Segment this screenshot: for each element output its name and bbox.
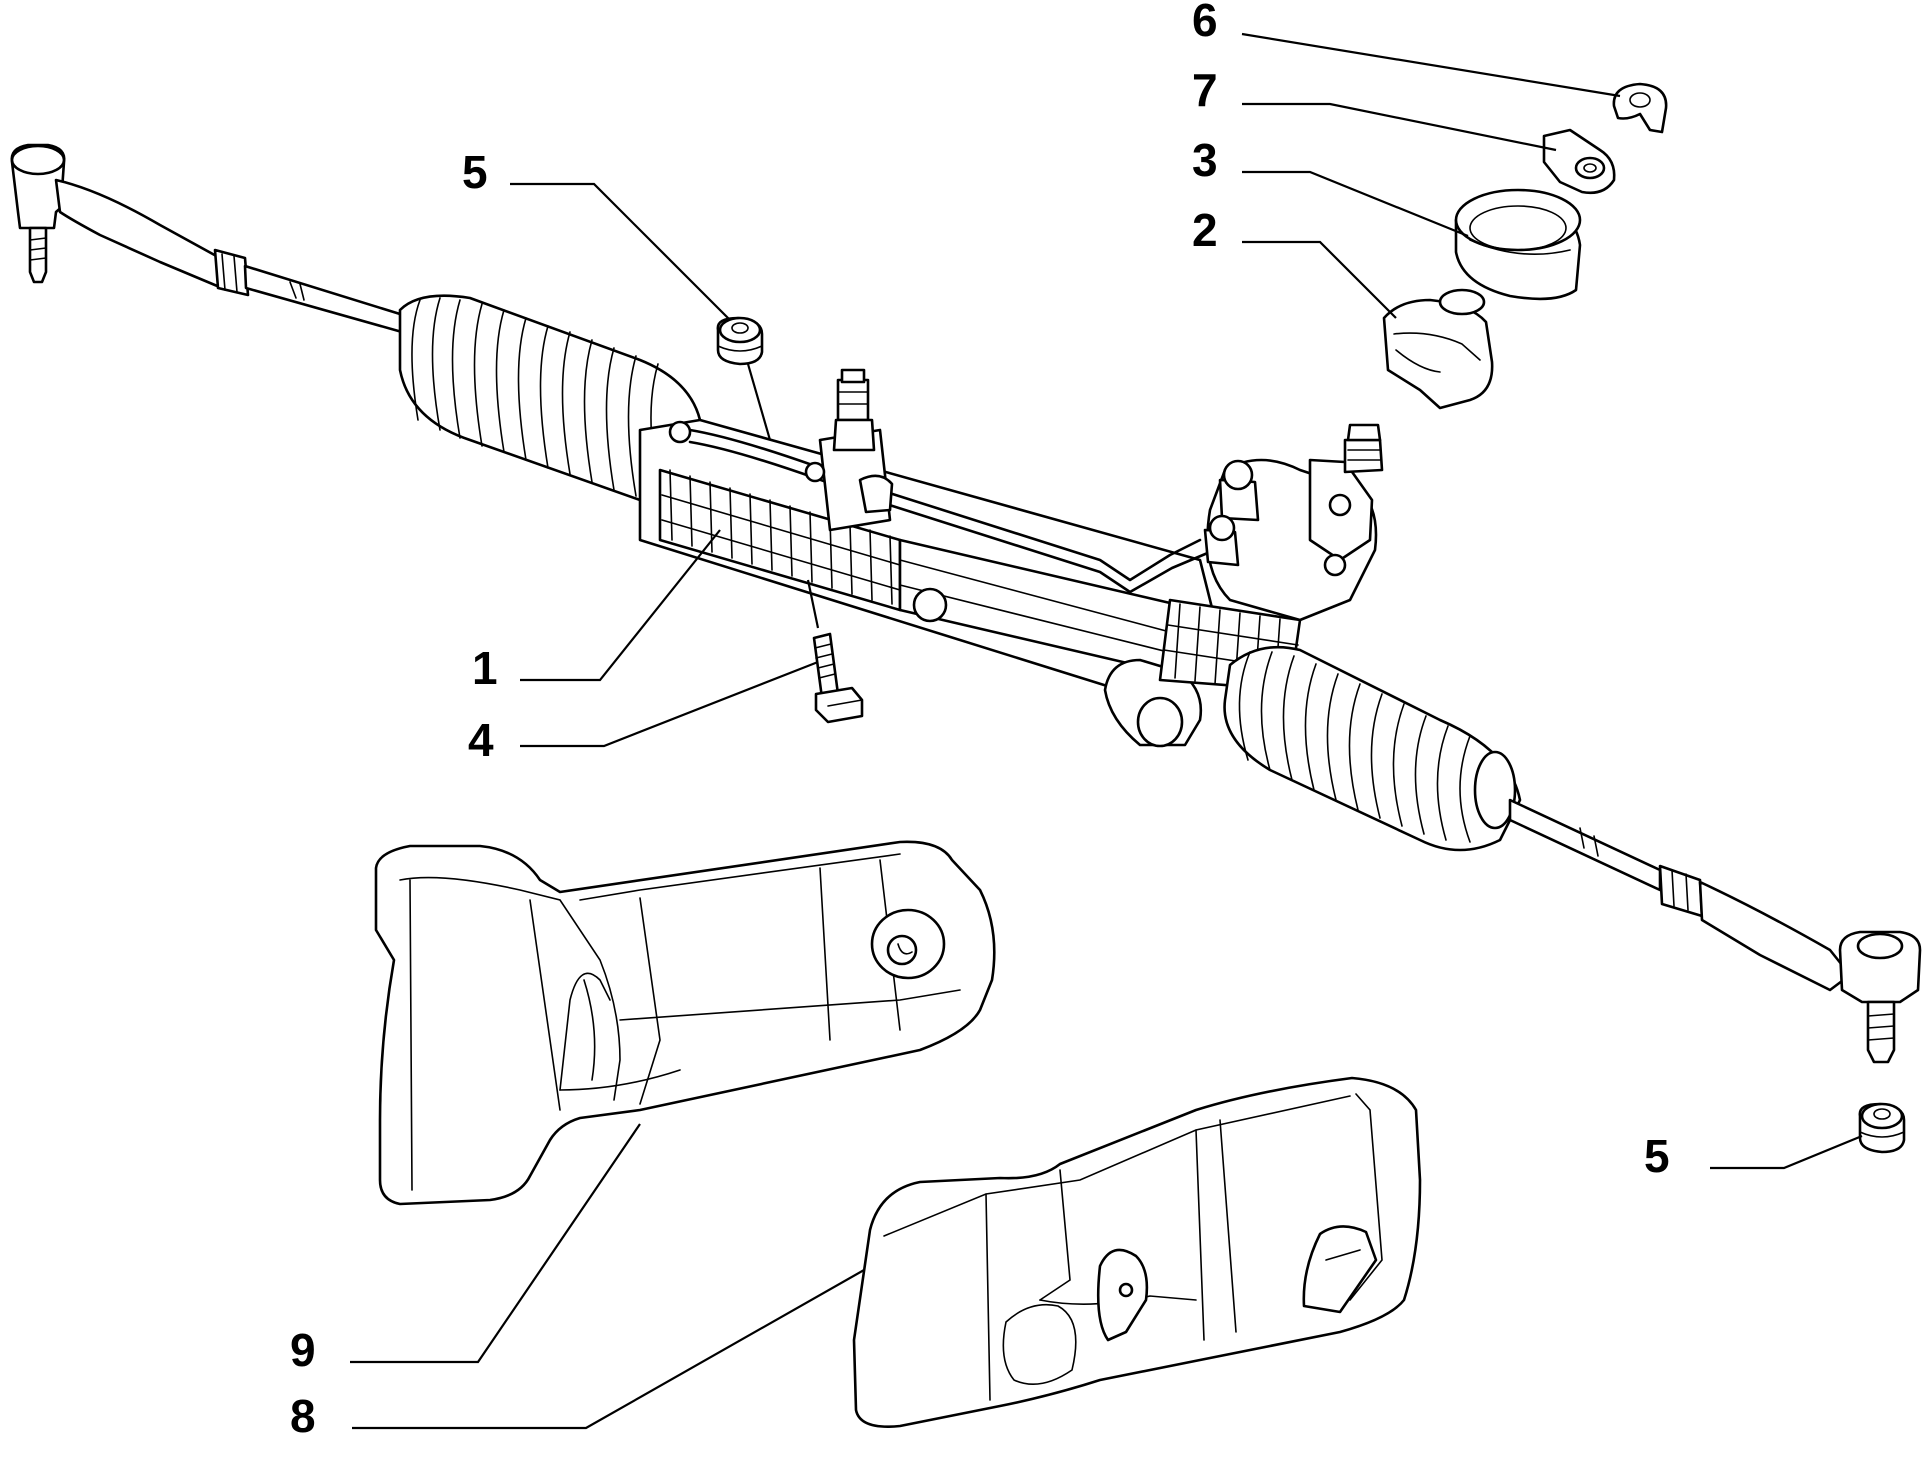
pinion-housing: [1158, 423, 1384, 692]
callout-8: 8: [290, 1390, 316, 1442]
right-tie-rod-end: [1508, 798, 1922, 1064]
callout-4: 4: [468, 714, 494, 766]
retaining-washer: [1612, 82, 1668, 134]
callout-6: 6: [1192, 0, 1218, 46]
flange-nut-upper: [716, 316, 764, 366]
flange-nut-lower: [1858, 1102, 1906, 1154]
callout-5-lower: 5: [1644, 1130, 1670, 1182]
left-tie-rod-end: [10, 143, 404, 334]
callout-5-upper: 5: [462, 146, 488, 198]
callout-1: 1: [472, 642, 498, 694]
mounting-bracket: [1382, 288, 1494, 410]
leader-lines: [350, 32, 1863, 1430]
right-bellows-boot: [1223, 645, 1522, 852]
callout-7: 7: [1192, 64, 1218, 116]
callout-9: 9: [290, 1324, 316, 1376]
heat-shield-lower: [852, 1076, 1422, 1428]
heat-shield-upper: [374, 840, 996, 1206]
bolt: [812, 632, 864, 724]
callout-2: 2: [1192, 204, 1218, 256]
callout-labels: 6 7 3 2 5 1 4 5 9 8: [290, 0, 1670, 1442]
clamp-plate: [1542, 128, 1616, 195]
callout-3: 3: [1192, 134, 1218, 186]
rubber-bushing: [1454, 188, 1582, 301]
valve-fittings-left: [668, 368, 894, 532]
